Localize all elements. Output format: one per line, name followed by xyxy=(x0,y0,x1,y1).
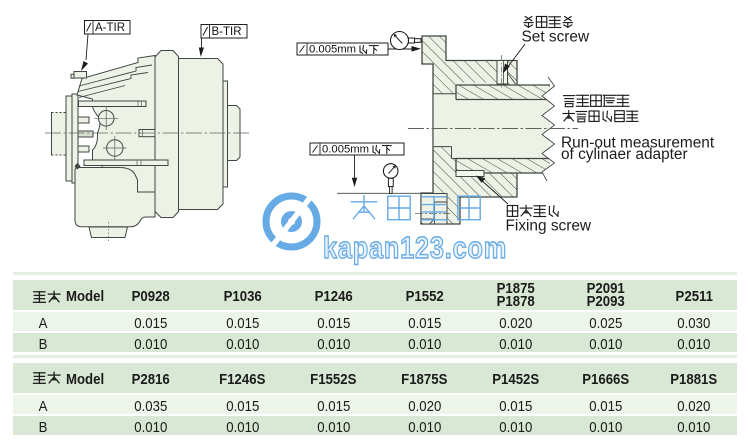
svg-text:0.005mm: 0.005mm xyxy=(322,144,369,156)
svg-text:Set screw: Set screw xyxy=(522,29,590,46)
svg-text:A-TIR: A-TIR xyxy=(95,22,125,34)
svg-text:of cylinaer adapter: of cylinaer adapter xyxy=(561,146,688,163)
svg-text:Fixing screw: Fixing screw xyxy=(506,218,592,235)
svg-text:kapan123.com: kapan123.com xyxy=(323,230,507,265)
svg-text:Run-out measurement: Run-out measurement xyxy=(561,135,715,152)
svg-text:B-TIR: B-TIR xyxy=(212,26,242,38)
svg-text:0.005mm: 0.005mm xyxy=(309,44,356,56)
